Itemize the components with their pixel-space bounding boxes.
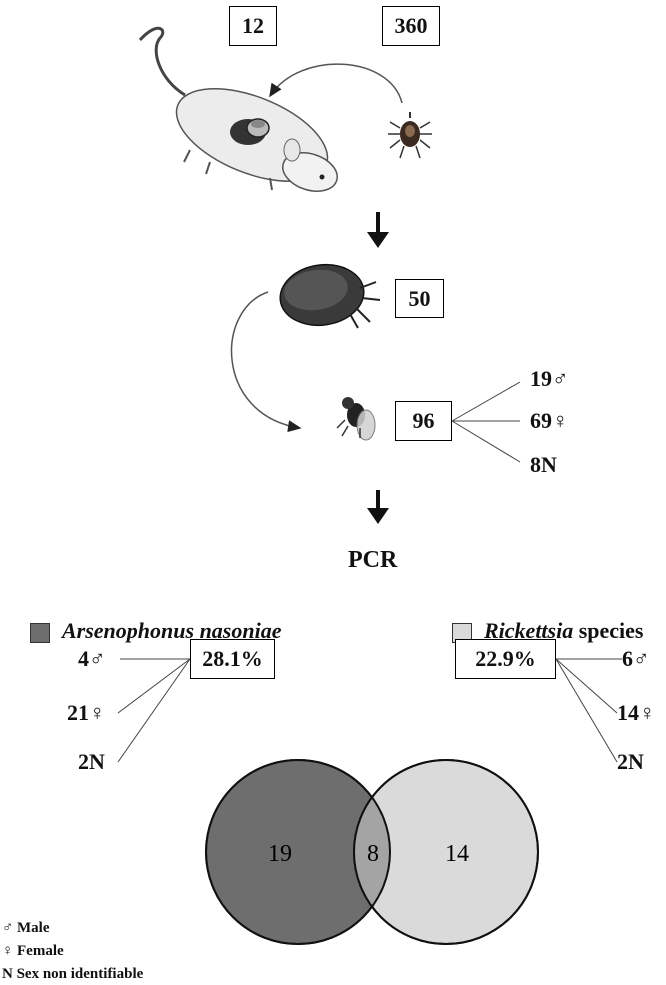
box-ticks-count: 360 (382, 6, 440, 46)
sex-split-lines (451, 381, 521, 463)
box-flies-value: 96 (412, 408, 435, 433)
engorged-tick-illustration (279, 263, 381, 329)
legend-rickettsia-rest: species (573, 618, 644, 643)
rickettsia-percent-box: 22.9% (455, 639, 556, 679)
rickettsia-female: 14♀ (617, 700, 656, 725)
box-flies: 96 (395, 401, 452, 441)
box-engorged-ticks-value: 50 (408, 285, 431, 311)
box-ticks-count-value: 360 (394, 13, 428, 38)
box-mice-count-value: 12 (242, 13, 264, 38)
sex-male-count: 19♂ (530, 366, 569, 391)
key-male: ♂ Male (2, 920, 50, 936)
arrow-tick-to-fly (230, 291, 302, 433)
legend-arsenophonus: Arsenophonus nasoniae (62, 618, 281, 644)
arsenophonus-female: 21♀ (67, 700, 106, 725)
rickettsia-n: 2N (617, 749, 644, 774)
sex-female-count: 69♀ (530, 408, 569, 433)
tick-small-illustration (388, 112, 432, 159)
arsenophonus-percent-box: 28.1% (190, 639, 275, 679)
legend-arsenophonus-text: Arsenophonus nasoniae (62, 618, 282, 643)
pcr-label: PCR (348, 547, 398, 573)
arsenophonus-lines (117, 658, 191, 763)
arsenophonus-male: 4♂ (78, 646, 106, 671)
venn-overlap-count: 8 (367, 841, 379, 867)
venn-diagram: 19 8 14 (205, 759, 539, 945)
down-arrow-1 (367, 212, 389, 248)
arrow-tick-to-mouse (269, 63, 403, 104)
rickettsia-lines (555, 658, 622, 763)
arsenophonus-n: 2N (78, 749, 105, 774)
legend-rickettsia: Rickettsia species (484, 618, 643, 644)
box-mice-count: 12 (229, 6, 277, 46)
key-female: ♀ Female (2, 943, 64, 959)
venn-right-only-count: 14 (445, 841, 469, 867)
legend-rickettsia-italic: Rickettsia (484, 618, 574, 643)
key-n: N Sex non identifiable (2, 966, 144, 982)
legend-swatch-arsenophonus (30, 623, 50, 643)
down-arrow-2 (367, 490, 389, 524)
venn-left-only-count: 19 (268, 841, 292, 867)
fly-illustration (336, 397, 376, 441)
arsenophonus-percent: 28.1% (202, 646, 263, 671)
rickettsia-male: 6♂ (622, 646, 650, 671)
box-engorged-ticks: 50 (395, 279, 444, 318)
mouse-illustration (138, 26, 338, 192)
sex-n-count: 8N (530, 452, 557, 477)
rickettsia-percent: 22.9% (475, 646, 536, 671)
